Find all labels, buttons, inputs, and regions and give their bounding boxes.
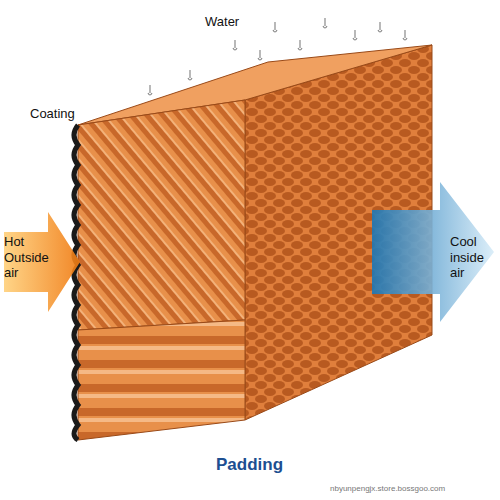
watermark: nbyunpengjx.store.bossgoo.com <box>330 484 445 493</box>
cool-air-label: Cool inside air <box>450 234 496 281</box>
water-label: Water <box>205 14 239 29</box>
caption: Padding <box>216 455 283 475</box>
hot-air-label: Hot Outside air <box>4 234 56 281</box>
coating-label: Coating <box>30 106 75 121</box>
